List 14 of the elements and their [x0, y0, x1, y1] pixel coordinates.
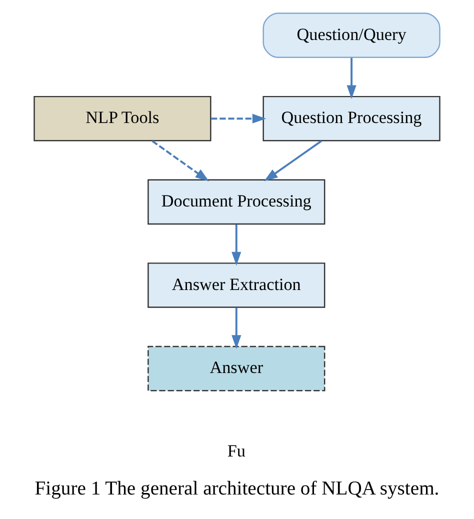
node-box: Answer Extraction	[148, 262, 326, 308]
arrow	[264, 140, 322, 182]
node-box: Answer	[148, 346, 326, 392]
arrow	[232, 224, 242, 266]
arrow	[346, 58, 356, 99]
node-box: Question/Query	[262, 12, 440, 58]
caption: Figure 1 The general architecture of NLQA system.	[34, 478, 440, 500]
node-box: NLP Tools	[34, 96, 212, 142]
node-box: Document Processing	[148, 179, 326, 225]
arrow	[211, 114, 266, 124]
arrow	[152, 140, 210, 182]
node-box: Question Processing	[262, 96, 440, 142]
arrow	[232, 308, 242, 349]
label: Fu	[227, 441, 246, 460]
